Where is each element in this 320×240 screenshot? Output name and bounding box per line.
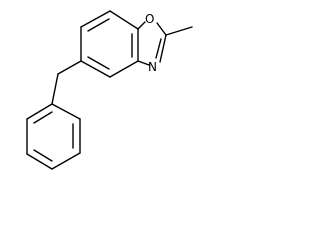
bond bbox=[51, 103, 81, 120]
bond bbox=[137, 60, 150, 66]
bond bbox=[51, 73, 59, 105]
bond bbox=[109, 10, 139, 30]
double-bond-inner bbox=[155, 38, 162, 59]
benzoxazole-structure: O N bbox=[26, 10, 193, 170]
bond bbox=[51, 152, 81, 170]
structure-canvas: O N bbox=[26, 10, 193, 170]
bond bbox=[80, 60, 111, 78]
bond bbox=[137, 21, 146, 30]
bond bbox=[165, 26, 193, 36]
double-bond-inner bbox=[87, 18, 110, 32]
bond bbox=[156, 22, 167, 36]
bond bbox=[80, 10, 111, 28]
double-bond-inner bbox=[33, 111, 53, 124]
double-bond-inner bbox=[33, 149, 53, 162]
bond bbox=[159, 34, 167, 63]
bond bbox=[26, 103, 53, 120]
double-bond-inner bbox=[87, 56, 110, 70]
oxygen-atom-label: O bbox=[145, 12, 154, 26]
bond bbox=[57, 60, 82, 75]
bond bbox=[26, 153, 53, 170]
nitrogen-atom-label: N bbox=[148, 60, 157, 74]
bond bbox=[109, 60, 139, 78]
